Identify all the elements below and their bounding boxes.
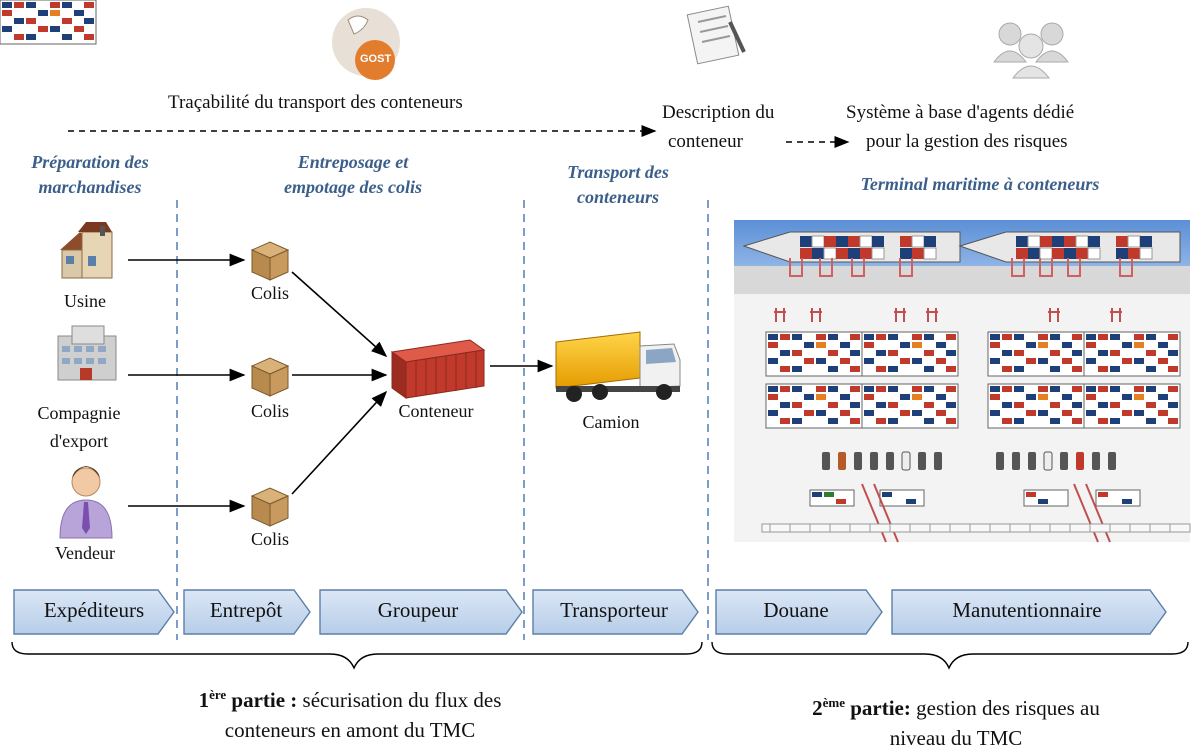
shipping-container-icon bbox=[390, 339, 486, 399]
chevron-douane bbox=[715, 589, 883, 635]
part2-caption-line2: niveau du TMC bbox=[889, 726, 1023, 749]
chevron-label-groupeur: Groupeur bbox=[377, 598, 459, 622]
part1-caption-line2: conteneurs en amont du TMC bbox=[224, 718, 476, 742]
terminal-illustration bbox=[0, 0, 1191, 543]
part1-ordinal: 1 bbox=[198, 688, 210, 712]
chevron-label-entrepot: Entrepôt bbox=[209, 598, 283, 622]
phase-transport: Transport des conteneurs bbox=[528, 160, 708, 210]
phase-transport-line2: conteneurs bbox=[576, 187, 659, 207]
part2-ordinal: 2 bbox=[812, 696, 823, 720]
compagnie-label-line2: d'export bbox=[49, 431, 109, 451]
compagnie-label: Compagnie d'export bbox=[14, 399, 144, 455]
gost-logo-text: GOST bbox=[360, 53, 392, 65]
checklist-icon bbox=[686, 5, 746, 65]
truck-icon bbox=[555, 331, 681, 402]
usine-label: Usine bbox=[64, 291, 106, 311]
company-building-icon bbox=[57, 325, 117, 381]
description-label-line1: Description du bbox=[662, 102, 775, 123]
factory-house-icon bbox=[60, 222, 113, 279]
conteneur-label: Conteneur bbox=[398, 401, 474, 421]
chevron-entrepot bbox=[183, 589, 311, 635]
phase-preparation-line1: Préparation des bbox=[31, 152, 149, 172]
phase-separators bbox=[176, 200, 709, 640]
part1-sup: ère bbox=[209, 687, 227, 702]
parcel-icons bbox=[250, 241, 290, 527]
part1-caption: 1ère partie : sécurisation du flux des c… bbox=[60, 680, 640, 745]
phase-preparation-line2: marchandises bbox=[38, 177, 142, 197]
vendeur-label: Vendeur bbox=[55, 543, 115, 563]
chevron-label-manutentionnaire: Manutentionnaire bbox=[952, 598, 1102, 622]
phase-entreposage-line2: empotage des colis bbox=[284, 177, 422, 197]
description-label-line2: conteneur bbox=[668, 131, 743, 152]
phase-entreposage: Entreposage et empotage des colis bbox=[238, 150, 468, 200]
agents-people-icon bbox=[993, 22, 1069, 79]
camion-label: Camion bbox=[582, 412, 640, 432]
phase-preparation: Préparation des marchandises bbox=[4, 150, 176, 200]
part2-rest: gestion des risques au bbox=[910, 696, 1100, 720]
agent-system-label-line1: Système à base d'agents dédié bbox=[846, 102, 1075, 123]
part2-sup: ème bbox=[822, 695, 845, 710]
compagnie-label-line1: Compagnie bbox=[37, 403, 121, 423]
chevron-label-douane: Douane bbox=[763, 598, 829, 622]
chevron-transporteur bbox=[532, 589, 699, 635]
brace-part2 bbox=[711, 641, 1189, 670]
part1-caption-line1: 1ère partie : sécurisation du flux des bbox=[60, 680, 640, 715]
part1-bold: partie : bbox=[226, 688, 298, 712]
chevron-label-expediteurs: Expéditeurs bbox=[43, 598, 145, 622]
gost-logo bbox=[332, 8, 400, 80]
chevron-groupeur bbox=[319, 589, 523, 635]
chevron-manutentionnaire bbox=[891, 589, 1167, 635]
traceability-label: Traçabilité du transport des conteneurs bbox=[168, 92, 463, 113]
chevron-label-transporteur: Transporteur bbox=[560, 598, 668, 622]
phase-transport-line1: Transport des bbox=[567, 162, 669, 182]
chevron-shapes bbox=[13, 589, 1167, 635]
brace-part1 bbox=[11, 641, 703, 670]
chevron-expediteurs bbox=[13, 589, 175, 635]
seller-person-icon bbox=[59, 466, 113, 539]
part2-bold: partie: bbox=[844, 696, 911, 720]
agent-system-label-line2: pour la gestion des risques bbox=[866, 131, 1068, 152]
part1-rest: sécurisation du flux des bbox=[297, 688, 502, 712]
flow-arrows bbox=[128, 253, 554, 513]
phase-entreposage-line1: Entreposage et bbox=[297, 152, 409, 172]
colis-label-2: Colis bbox=[250, 401, 289, 421]
colis-label-1: Colis bbox=[250, 283, 289, 303]
part2-caption-line1: 2ème partie: gestion des risques au bbox=[726, 688, 1186, 723]
phase-terminal: Terminal maritime à conteneurs bbox=[860, 174, 1100, 194]
part2-caption: 2ème partie: gestion des risques au nive… bbox=[726, 688, 1186, 749]
colis-label-3: Colis bbox=[250, 529, 289, 549]
